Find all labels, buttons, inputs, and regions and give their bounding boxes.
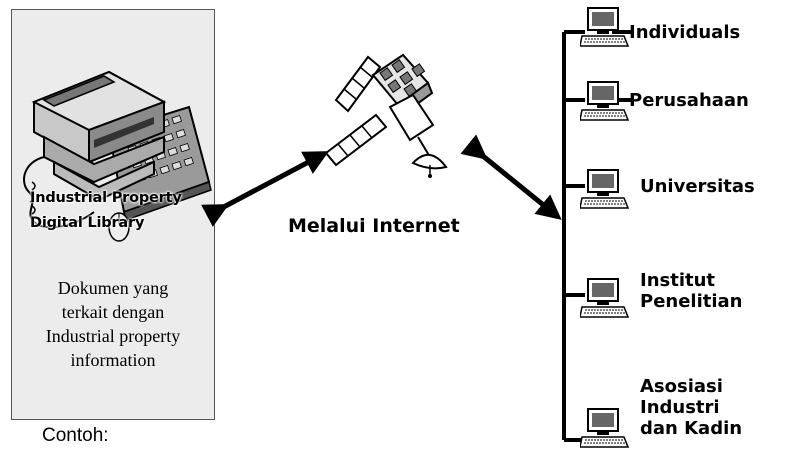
- arrow-internet-recipients: [460, 134, 562, 220]
- computer-icon: [580, 7, 630, 47]
- recipient-perusahaan: Perusahaan: [629, 90, 749, 111]
- satellite-icon: [324, 53, 448, 178]
- recipient-institut-penelitian: Institut Penelitian: [640, 270, 743, 312]
- computer-icon: [580, 278, 630, 318]
- computer-icon: [580, 408, 630, 448]
- example-label: Contoh:: [42, 425, 109, 446]
- computer-icon: [580, 81, 630, 121]
- library-title: Industrial Property Digital Library: [30, 190, 182, 231]
- arrow-library-internet: [201, 151, 330, 227]
- recipient-individuals: Individuals: [629, 22, 741, 43]
- computer-icon: [580, 169, 630, 209]
- recipient-asosiasi-industri: Asosiasi Industri dan Kadin: [640, 376, 743, 439]
- library-description: Dokumen yang terkait dengan Industrial p…: [45, 278, 181, 370]
- channel-label: Melalui Internet: [288, 215, 460, 237]
- recipient-universitas: Universitas: [640, 176, 755, 197]
